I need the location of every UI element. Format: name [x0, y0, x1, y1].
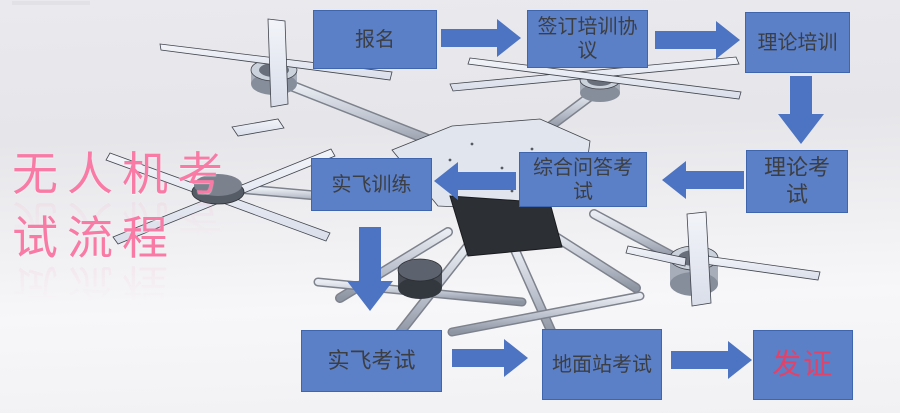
arrow-theory-exam-to-qa-exam [662, 161, 744, 199]
arrow-flight-exam-to-ground-station [452, 339, 528, 377]
arrow-flight-training-to-flight-exam [347, 227, 393, 311]
page-title-line-2: 试流程 [12, 211, 177, 265]
flow-node-flight-exam: 实飞考试 [301, 330, 442, 392]
arrow-ground-station-to-certificate [671, 341, 752, 379]
drone-bottom-motor [397, 258, 443, 299]
flow-node-certificate: 发证 [753, 330, 853, 400]
flow-node-theory-training: 理论培训 [745, 12, 850, 73]
arrow-agreement-to-theory-training [655, 21, 740, 59]
arrow-theory-training-to-theory-exam [778, 76, 824, 144]
flow-node-signup: 报名 [313, 10, 437, 69]
flow-node-ground-station-exam: 地面站考试 [542, 329, 662, 400]
arrow-qa-exam-to-flight-training [434, 162, 516, 200]
drone-rotor-left [105, 118, 336, 245]
flow-node-agreement: 签订培训协议 [527, 10, 648, 68]
flow-node-theory-exam: 理论考试 [746, 150, 848, 213]
drone-rotor-right [625, 211, 821, 307]
page-title-line-1: 无人机考 [12, 147, 232, 201]
arrow-signup-to-agreement [441, 19, 521, 57]
drone-rotor-top-left [159, 18, 393, 108]
flow-node-flight-training: 实飞训练 [311, 158, 432, 211]
flow-node-qa-exam: 综合问答考试 [519, 152, 647, 207]
top-edge-strip [12, 1, 90, 5]
drone-rotor-top-right [449, 56, 742, 102]
